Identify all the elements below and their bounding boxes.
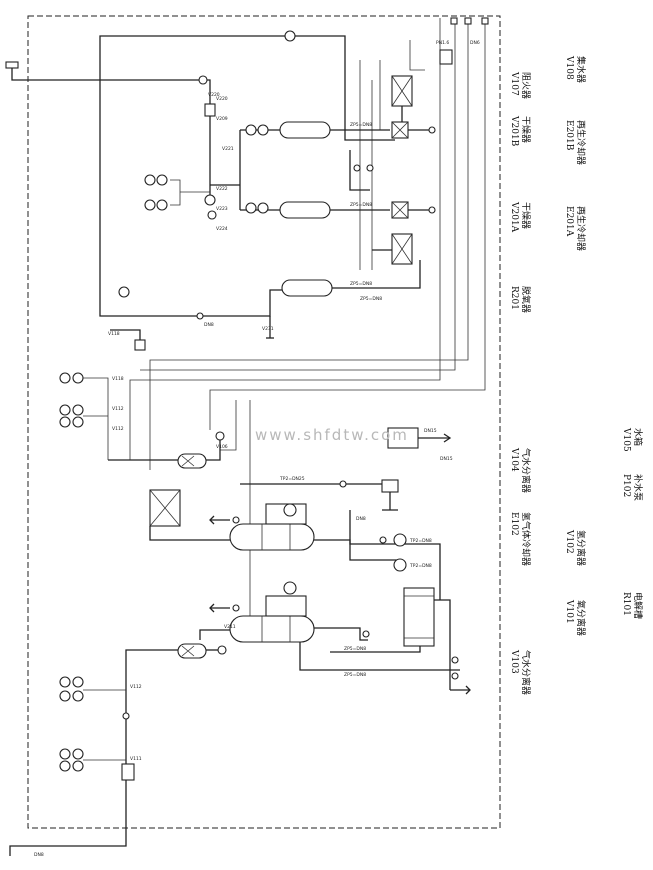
svg-text:V112: V112 (130, 684, 142, 690)
label-v108-name: 集水器 (575, 56, 587, 83)
svg-text:ZP5=DN8: ZP5=DN8 (350, 281, 372, 287)
svg-text:ZP5=DN8: ZP5=DN8 (344, 646, 366, 652)
svg-text:ZP5=DN8: ZP5=DN8 (344, 672, 366, 678)
vent-pipe (5, 61, 100, 81)
label-v201b-name: 干燥器 (520, 116, 531, 143)
svg-text:TP2=DN8: TP2=DN8 (409, 563, 432, 569)
watermark-text: www.shfdtw.com (255, 426, 409, 444)
svg-text:TP2=DN8: TP2=DN8 (409, 538, 432, 544)
v201a-dryer: ZP5=DN8 (240, 201, 436, 219)
v101-oxygen-separator (209, 581, 370, 643)
label-v101-tag: V101 (564, 599, 574, 624)
r101-electrolyzer: ZP5=DN8 ZP5=DN8 (299, 587, 471, 695)
main-header-lines (99, 30, 346, 317)
label-v105-tag: V105 (621, 427, 631, 452)
label-r101-name: 电解槽 (632, 592, 644, 619)
label-v201a-tag: V201A (509, 201, 519, 233)
svg-text:V223: V223 (216, 206, 228, 212)
svg-text:ZP5=DN8: ZP5=DN8 (350, 122, 372, 128)
svg-text:V224: V224 (216, 226, 228, 232)
label-e201b-tag: E201B (564, 120, 574, 151)
label-v201a-name: 干燥器 (520, 202, 531, 229)
label-e201b-name: 再生冷却器 (575, 120, 587, 165)
left-instruments-mid: V118 V112 (59, 329, 180, 461)
svg-text:V112: V112 (112, 406, 124, 412)
instrument-label: V118 (108, 331, 120, 337)
label-v104-name: 气水分离器 (520, 448, 532, 493)
r201-deoxidizer: ZP5=DN8 DN8 V231 (118, 260, 421, 339)
label-v104-tag: V104 (509, 447, 519, 472)
line-label: ZP5=DN8 (360, 296, 382, 302)
label-v103-name: 气水分离器 (520, 650, 532, 695)
label-v108-tag: V108 (564, 55, 574, 80)
instrument-label: V211 (224, 624, 236, 630)
svg-text:V209: V209 (216, 116, 228, 122)
svg-text:DN8: DN8 (204, 322, 214, 328)
label-p102-name: 补水泵 (632, 474, 644, 501)
svg-text:V221: V221 (222, 146, 234, 152)
svg-text:TP2=DN25: TP2=DN25 (279, 476, 305, 482)
e102-cooler (149, 489, 230, 541)
line-label: DN8 (356, 516, 366, 522)
left-instruments-lower: V112 V111 (59, 676, 142, 781)
label-v102-name: 氢分离器 (575, 530, 587, 566)
label-v107-tag: V107 (509, 71, 519, 96)
label-v107-name: 阻火器 (520, 72, 531, 99)
label-v102-tag: V102 (564, 529, 574, 554)
p102-makeup-pump: TP2=DN25 (240, 476, 399, 511)
pressure-gauges-upper (144, 174, 210, 211)
label-e102-tag: E102 (509, 512, 519, 536)
label-p102-tag: P102 (621, 474, 631, 497)
dryer-manifold: V220 V209 V221 V222 V223 V224 (204, 96, 374, 232)
top-right-instruments: PN1.6 DN6 (436, 17, 489, 65)
svg-text:V222: V222 (216, 186, 228, 192)
v105-water-tank: DN15 (387, 427, 452, 449)
small-line-labels: V220 V118 V112 V106 V211 DN8 DN15 ZP5=DN… (108, 92, 453, 630)
svg-text:DN8: DN8 (34, 852, 44, 858)
instrument-label: V220 (208, 92, 220, 98)
return-lines (129, 18, 486, 640)
line-label: DN15 (440, 456, 453, 462)
svg-text:PN1.6: PN1.6 (436, 40, 449, 46)
label-r201-name: 脱氧器 (520, 286, 532, 313)
v103-separator (125, 629, 230, 770)
label-r201-tag: R201 (509, 286, 519, 310)
label-v103-tag: V103 (509, 649, 519, 674)
svg-text:V118: V118 (112, 376, 124, 382)
svg-text:V231: V231 (262, 326, 274, 332)
svg-text:DN6: DN6 (470, 40, 480, 46)
svg-text:V220: V220 (216, 96, 228, 102)
label-v105-name: 水箱 (632, 428, 644, 446)
e201a-cooler (372, 233, 413, 265)
v107-flame-arrestor (344, 60, 413, 141)
skid-boundary (27, 15, 501, 829)
bottom-drain: DN8 (9, 780, 127, 858)
svg-text:ZP5=DN8: ZP5=DN8 (350, 202, 372, 208)
label-v101-name: 氧分离器 (575, 600, 587, 636)
label-e201a-tag: E201A (564, 206, 574, 237)
label-e201a-name: 再生冷却器 (575, 206, 587, 251)
label-e102-name: 氢气体冷却器 (520, 512, 532, 566)
instrument-label: V106 (216, 444, 228, 450)
label-r101-tag: R101 (621, 592, 631, 616)
svg-text:V111: V111 (130, 756, 142, 762)
svg-text:DN15: DN15 (424, 428, 437, 434)
v104-separator (177, 431, 225, 469)
instrument-label: V112 (112, 426, 124, 432)
label-v201b-tag: V201B (509, 115, 519, 147)
v201b-dryer: ZP5=DN8 (240, 121, 436, 139)
v102-hydrogen-separator: TP2=DN8 TP2=DN8 (209, 503, 441, 600)
equipment-labels: V108 集水器 V107 阻火器 E201B 再生冷却器 V201B 干燥器 … (509, 55, 644, 695)
